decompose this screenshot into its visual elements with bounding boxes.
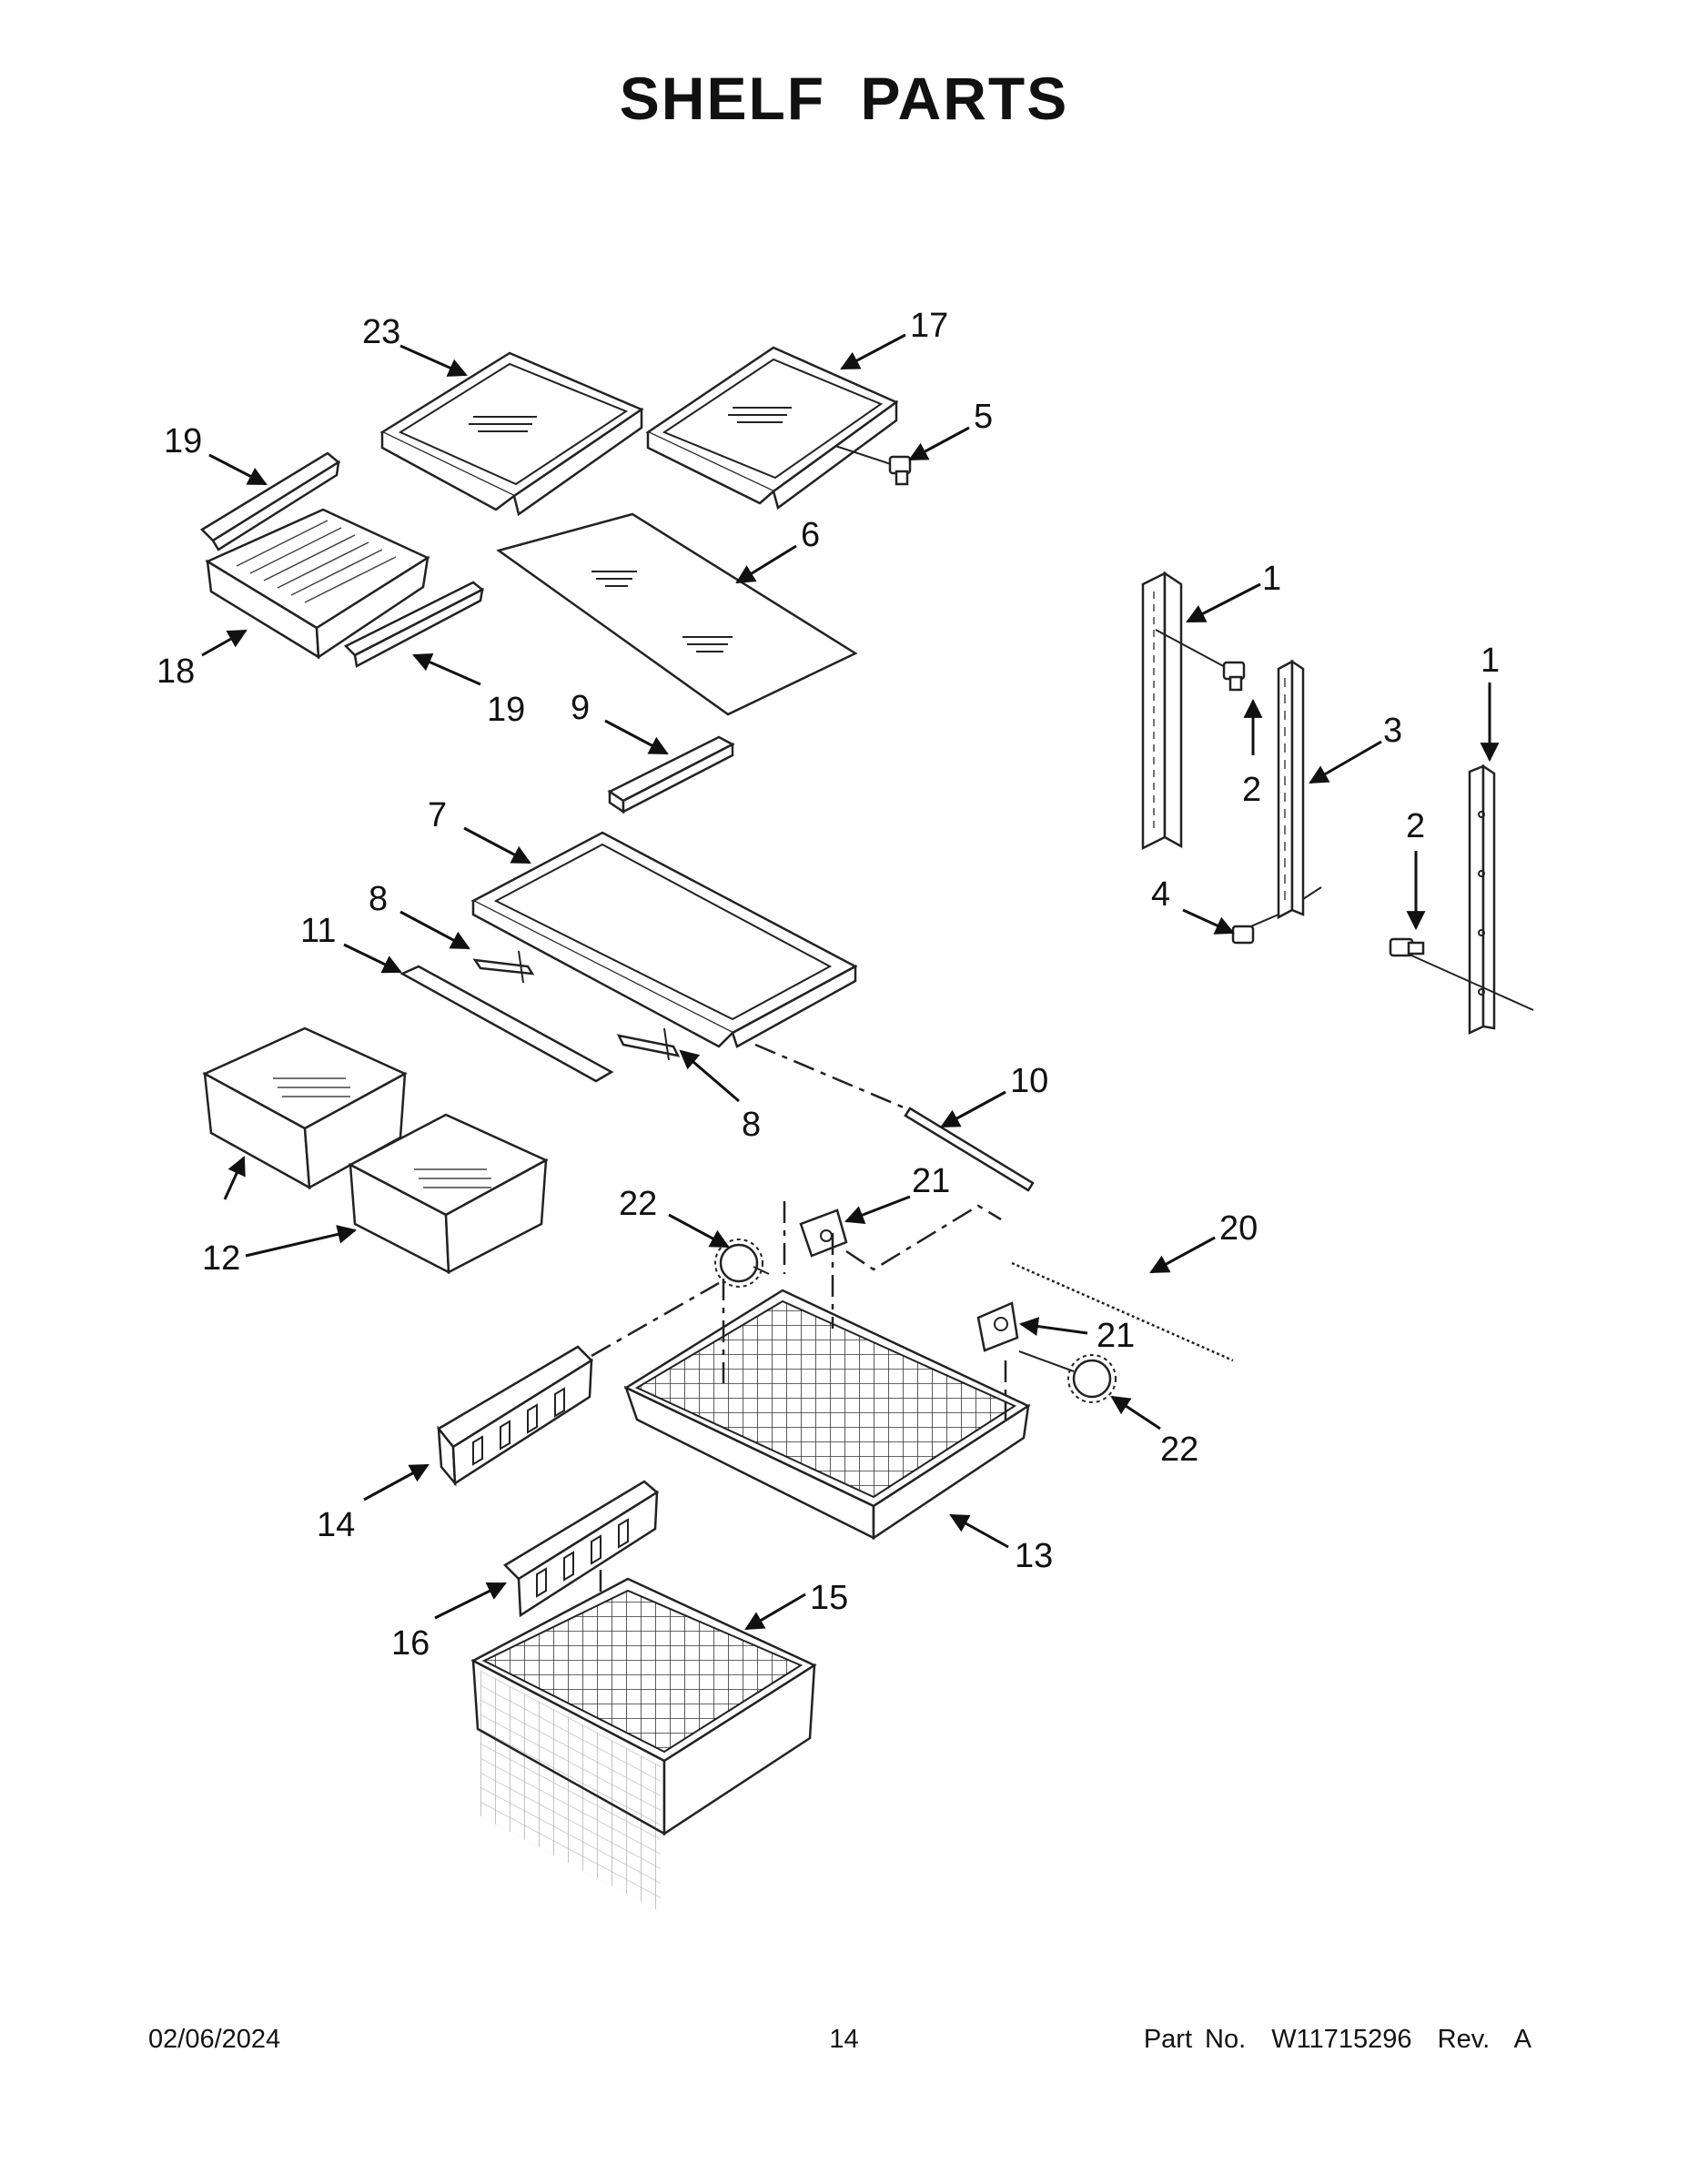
callout-label: 5 (974, 398, 993, 436)
arrow-9 (604, 719, 669, 755)
arrow-10 (940, 1090, 1006, 1128)
shelf-rail-part-3 (1277, 659, 1322, 920)
arrow-6 (735, 544, 797, 584)
crisper-drawer-part-18 (205, 508, 430, 660)
callout-label: 20 (1219, 1209, 1258, 1248)
callout-label: 4 (1151, 875, 1170, 914)
callout-label: 21 (912, 1162, 950, 1200)
callout-label: 16 (391, 1624, 430, 1663)
arrow-12-up (223, 1156, 246, 1200)
callout-label: 1 (1262, 560, 1281, 598)
arrow-1-left (1186, 582, 1261, 623)
arrow-23 (399, 344, 468, 377)
callout-label: 22 (619, 1185, 657, 1223)
arrow-21-lower (1018, 1317, 1088, 1336)
callout-label: 12 (202, 1239, 240, 1278)
shelf-rail-part-1-right (1468, 763, 1496, 1035)
crisper-bin-part-12-left (202, 1026, 408, 1190)
gear-part-22-lower (1018, 1350, 1117, 1403)
arrow-8-upper (399, 910, 470, 950)
callout-label: 15 (810, 1579, 848, 1617)
callout-label: 19 (164, 422, 202, 460)
trim-part-11 (399, 965, 614, 1083)
screw-part-4 (1231, 914, 1279, 945)
callout-label: 6 (801, 516, 820, 554)
callout-label: 21 (1097, 1317, 1135, 1355)
arrow-16 (434, 1582, 507, 1620)
rod-part-20 (1011, 1261, 1234, 1362)
callout-label: 13 (1015, 1537, 1053, 1575)
shelf-part-23 (379, 351, 644, 517)
arrow-17 (840, 333, 906, 370)
callout-label: 1 (1481, 642, 1500, 680)
arrow-5 (908, 426, 970, 461)
callout-labels: 23 17 5 19 6 18 19 9 1 3 2 1 2 7 4 8 11 … (157, 307, 1500, 1663)
arrow-20 (1149, 1236, 1216, 1274)
screw-part-2-upper (1155, 629, 1246, 692)
shelf-part-17 (645, 346, 899, 511)
arrow-8-lower (679, 1049, 740, 1103)
arrow-12-right (245, 1225, 358, 1258)
arrow-3 (1309, 740, 1382, 784)
rail-part-19-lower (343, 581, 485, 668)
gear-part-22-upper (714, 1239, 770, 1288)
callout-label: 3 (1383, 712, 1402, 750)
arrow-14 (363, 1463, 430, 1502)
screw-part-2-lower (1389, 937, 1534, 1011)
divider-part-16 (502, 1480, 660, 1674)
callout-label: 7 (428, 796, 447, 834)
callout-label: 14 (317, 1506, 355, 1544)
arrow-19-lower (412, 652, 481, 686)
callout-label: 2 (1242, 771, 1261, 809)
rod-part-10 (754, 1043, 1035, 1192)
callout-label: 22 (1160, 1431, 1198, 1469)
arrow-15 (744, 1592, 806, 1631)
callout-label: 9 (571, 689, 590, 727)
callout-label: 2 (1406, 807, 1425, 845)
callout-label: 10 (1010, 1062, 1048, 1100)
arrow-22-lower (1110, 1395, 1161, 1431)
clip-part-8-upper (472, 950, 535, 984)
arrow-13 (949, 1513, 1009, 1549)
divider-part-14 (437, 1281, 720, 1487)
footer-part-number: Part No. W11715296 Rev. A (1143, 2025, 1531, 2054)
footer-date: 02/06/2024 (148, 2025, 281, 2054)
callout-label: 23 (362, 313, 400, 351)
bracket-part-21-upper (783, 1201, 1002, 1274)
clip-part-8-lower (616, 1027, 681, 1061)
callout-label: 17 (910, 307, 948, 345)
crisper-bin-part-12-right (348, 1113, 549, 1275)
page-title: SHELF PARTS (619, 65, 1069, 132)
arrow-19-top (208, 453, 268, 486)
shelf-frame-part-7 (470, 831, 858, 1048)
arrow-11 (343, 943, 402, 974)
shelf-rail-part-1-left (1141, 571, 1183, 851)
wire-basket-part-15 (470, 1577, 817, 1913)
callout-label: 8 (369, 880, 388, 918)
arrow-21-upper (844, 1195, 911, 1224)
footer-page-number: 14 (829, 2025, 859, 2054)
callout-label: 18 (157, 652, 195, 691)
arrow-7 (463, 826, 531, 864)
callout-arrows (201, 333, 1500, 1631)
callout-label: 19 (487, 691, 525, 729)
arrow-18 (201, 629, 248, 657)
glass-shelf-part-6 (496, 512, 858, 716)
rail-part-19-top (199, 451, 341, 551)
bracket-part-21-lower (976, 1301, 1019, 1352)
arrow-4 (1182, 908, 1235, 935)
screw-part-5 (834, 445, 912, 486)
callout-label: 11 (300, 912, 336, 950)
wire-basket-part-13 (623, 1233, 1031, 1541)
callout-label: 8 (742, 1106, 761, 1144)
end-cap-part-9 (607, 735, 735, 814)
arrow-22-upper (668, 1213, 730, 1249)
